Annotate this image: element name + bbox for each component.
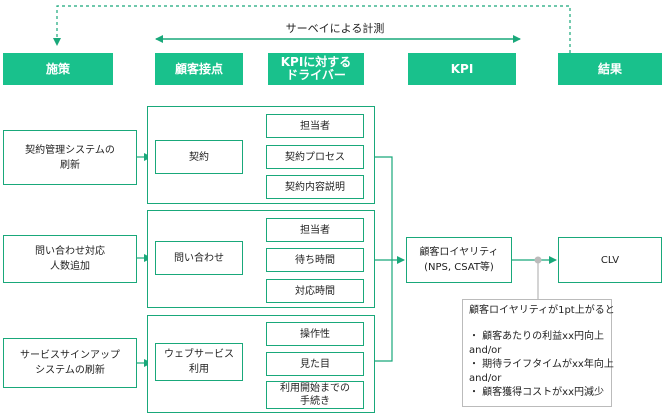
header-kpi: KPI <box>408 53 516 85</box>
touchpoint-contract: 契約 <box>155 140 243 174</box>
note-line <box>469 318 605 330</box>
driver-appearance: 見た目 <box>266 352 364 376</box>
driver-inquiry-staff: 担当者 <box>266 218 364 242</box>
header-measures: 施策 <box>3 53 113 85</box>
loyalty-impact-note: 顧客ロイヤリティが1pt上がると ・ 顧客あたりの利益xx円向上 and/or … <box>462 299 615 407</box>
header-touchpoint: 顧客接点 <box>155 53 243 85</box>
driver-contract-explanation: 契約内容説明 <box>266 175 364 199</box>
note-line: ・ 顧客あたりの利益xx円向上 <box>469 331 605 342</box>
note-line: ・ 期待ライフタイムがxx年向上 <box>469 359 614 370</box>
note-line: and/or <box>469 345 502 356</box>
note-line: ・ 顧客獲得コストがxx円減少 <box>469 387 605 398</box>
driver-usability: 操作性 <box>266 322 364 346</box>
driver-onboarding-procedure: 利用開始までの 手続き <box>266 381 364 409</box>
driver-response-time: 対応時間 <box>266 279 364 303</box>
header-drivers: KPIに対する ドライバー <box>268 53 364 85</box>
group-merge-line <box>375 156 393 362</box>
driver-wait-time: 待ち時間 <box>266 248 364 272</box>
touchpoint-inquiry: 問い合わせ <box>155 241 243 275</box>
measure-contract-system: 契約管理システムの 刷新 <box>3 130 137 185</box>
header-result: 結果 <box>558 53 662 85</box>
driver-contract-staff: 担当者 <box>266 114 364 138</box>
note-line: and/or <box>469 373 502 384</box>
measurement-label: サーベイによる計測 <box>285 22 385 35</box>
result-clv: CLV <box>558 237 662 283</box>
driver-contract-process: 契約プロセス <box>266 145 364 169</box>
note-connector-dot <box>534 256 542 264</box>
note-line: 顧客ロイヤリティが1pt上がると <box>469 305 615 316</box>
kpi-customer-loyalty: 顧客ロイヤリティ (NPS, CSAT等) <box>406 237 512 283</box>
measure-support-staff: 問い合わせ対応 人数追加 <box>3 235 137 283</box>
measure-signup-system: サービスサインアップ システムの刷新 <box>3 338 137 388</box>
touchpoint-webservice: ウェブサービス 利用 <box>155 343 243 381</box>
